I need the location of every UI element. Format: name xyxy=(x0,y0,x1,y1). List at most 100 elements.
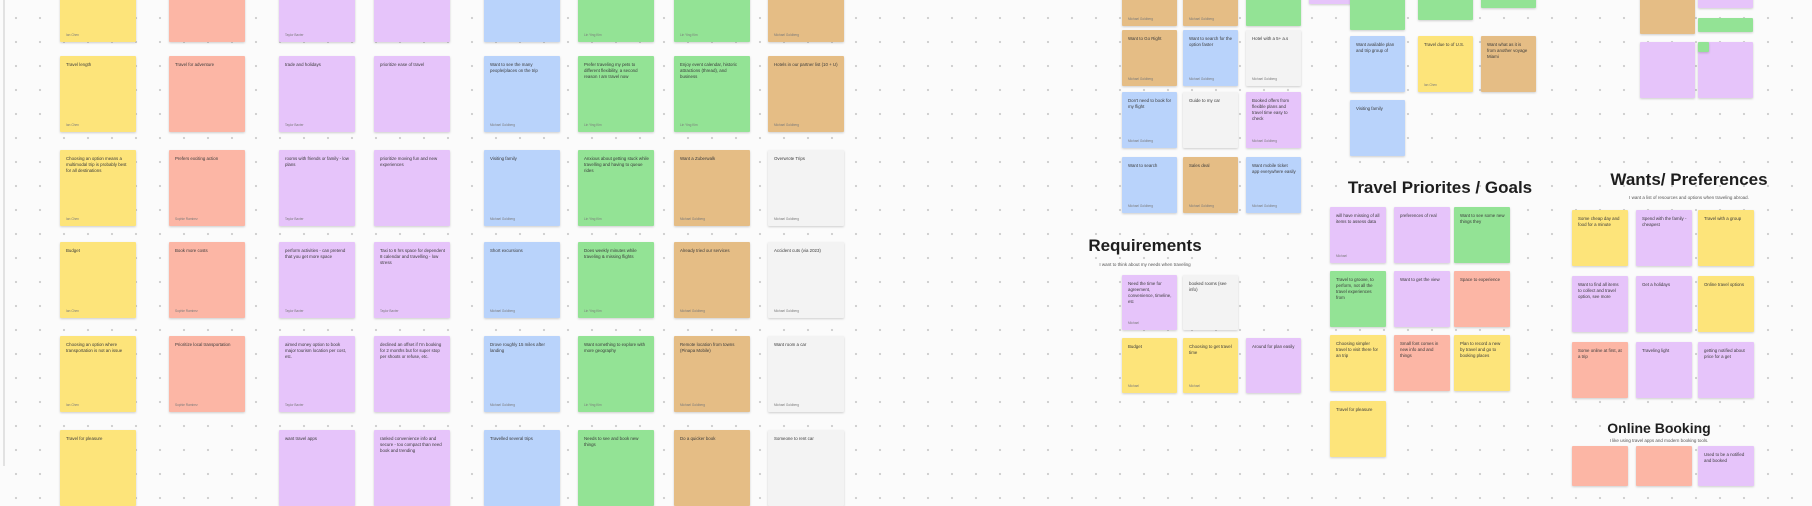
sticky-note[interactable]: want travel apps xyxy=(279,430,355,506)
sticky-note[interactable]: Does weekly minutes while traveling & mi… xyxy=(578,242,654,318)
sticky-note[interactable]: Prefer traveling my pets to different fl… xyxy=(578,56,654,132)
sticky-note[interactable]: Traveling light xyxy=(1636,342,1692,398)
section-title-online-booking[interactable]: Online Booking xyxy=(1607,420,1711,436)
section-title-wants-preferences[interactable]: Wants/ Preferences xyxy=(1610,170,1768,189)
sticky-note[interactable]: Small font comes in new info and and thi… xyxy=(1394,335,1450,391)
sticky-note[interactable]: Do a quicker book xyxy=(674,430,750,506)
sticky-note[interactable]: Booked offers from flexible plans and tr… xyxy=(1246,92,1301,148)
sticky-note[interactable]: Travel for pleasure xyxy=(60,430,136,506)
sticky-note[interactable]: ranked convenience info and secure - too… xyxy=(374,430,450,506)
sticky-note[interactable]: Hotels in our partner list (10 + U)Micha… xyxy=(768,56,844,132)
sticky-note[interactable]: Want something to explore with more geog… xyxy=(578,336,654,412)
sticky-note[interactable]: Visiting family xyxy=(1350,100,1405,156)
sticky-note[interactable]: Want to see some new things they xyxy=(1454,207,1510,263)
sticky-note[interactable]: Spend with the family - cheapest xyxy=(1636,210,1692,266)
sticky-note[interactable]: Around for plan easily xyxy=(1246,338,1301,393)
sticky-note[interactable]: Michael Goldberg xyxy=(1183,0,1238,26)
sticky-note[interactable]: will have missing of all items to assess… xyxy=(1330,207,1386,263)
sticky-note[interactable]: Want to get the view xyxy=(1394,271,1450,327)
sticky-note[interactable]: Travel with a group xyxy=(1698,210,1754,266)
sticky-note[interactable]: Choosing simpler travel to visit there f… xyxy=(1330,335,1386,391)
sticky-note[interactable]: Travel for pleasure xyxy=(1330,401,1386,457)
sticky-note[interactable]: Used to be a notified and booked xyxy=(1698,446,1754,486)
sticky-note[interactable]: Taylor Baxter xyxy=(279,0,355,42)
sticky-note[interactable]: Lin Ying Kim xyxy=(674,0,750,42)
sticky-note[interactable]: Online travel options xyxy=(1698,276,1754,332)
sticky-note[interactable]: Ian Chen xyxy=(60,0,136,42)
sticky-note[interactable]: Want to find all items to collect and tr… xyxy=(1572,276,1628,332)
sticky-note[interactable] xyxy=(169,0,245,42)
sticky-note[interactable]: Want available plan and trip group of xyxy=(1350,36,1405,92)
sticky-note[interactable]: rooms with friends or family - low plans… xyxy=(279,150,355,226)
sticky-note[interactable] xyxy=(1698,42,1709,52)
sticky-note[interactable]: aimed money option to book major tourism… xyxy=(279,336,355,412)
sticky-note[interactable]: Accident cuts (via 2023)Michael Goldberg xyxy=(768,242,844,318)
sticky-note[interactable] xyxy=(484,0,560,42)
sticky-note[interactable] xyxy=(374,0,450,42)
sticky-note[interactable]: preferences of real xyxy=(1394,207,1450,263)
sticky-note[interactable]: Anxious about getting stuck while travel… xyxy=(578,150,654,226)
sticky-note[interactable] xyxy=(1418,0,1473,20)
sticky-note[interactable]: Travelled several trips xyxy=(484,430,560,506)
sticky-note[interactable]: Want what as it is from another voyage M… xyxy=(1481,36,1536,92)
sticky-note[interactable]: Someone to rent car xyxy=(768,430,844,506)
sticky-note[interactable]: prioritize moving fun and new experience… xyxy=(374,150,450,226)
sticky-note[interactable] xyxy=(1636,446,1692,486)
sticky-note[interactable] xyxy=(1246,0,1301,26)
sticky-note[interactable] xyxy=(1309,0,1364,4)
sticky-note[interactable] xyxy=(1481,0,1536,8)
sticky-note[interactable]: Michael Goldberg xyxy=(768,0,844,42)
sticky-note[interactable] xyxy=(1698,0,1753,8)
sticky-note[interactable]: Want to see the many people/places on th… xyxy=(484,56,560,132)
sticky-note[interactable]: Some online at first, at a trip xyxy=(1572,342,1628,398)
sticky-note[interactable]: Plan to record a new by travel and go to… xyxy=(1454,335,1510,391)
section-title-requirements[interactable]: Requirements xyxy=(1088,236,1202,255)
sticky-note[interactable]: Want mobile ticket app everywhere easily… xyxy=(1246,157,1301,213)
sticky-note[interactable]: Michael Goldberg xyxy=(1122,0,1177,26)
sticky-note[interactable]: Choosing an option means a multimodal tr… xyxy=(60,150,136,226)
sticky-note[interactable] xyxy=(1640,0,1695,34)
sticky-note[interactable]: prioritize ease of travel xyxy=(374,56,450,132)
sticky-note[interactable] xyxy=(1698,18,1753,32)
sticky-note[interactable]: perform activities - can pretend that yo… xyxy=(279,242,355,318)
sticky-note[interactable]: Lin Ying Kim xyxy=(578,0,654,42)
sticky-note[interactable]: Some cheap day and food for a minute xyxy=(1572,210,1628,266)
sticky-note[interactable]: Travel to groove, to perform, not all th… xyxy=(1330,271,1386,327)
sticky-note[interactable]: Get a holidays xyxy=(1636,276,1692,332)
sticky-note[interactable]: Guide to my car xyxy=(1183,92,1238,148)
sticky-note[interactable]: declined an offset if I'm booking for 2 … xyxy=(374,336,450,412)
sticky-note[interactable]: Choosing an option where transportation … xyxy=(60,336,136,412)
sticky-note[interactable] xyxy=(1350,0,1405,30)
sticky-note[interactable]: Space to experience xyxy=(1454,271,1510,327)
sticky-note[interactable]: Need the time for agreement, convenience… xyxy=(1122,275,1177,330)
section-title-travel-priorities[interactable]: Travel Priorites / Goals xyxy=(1347,178,1533,197)
sticky-note[interactable]: Remote location from towns (Pinapa Mobil… xyxy=(674,336,750,412)
sticky-note[interactable]: Enjoy event calendar, historic attractio… xyxy=(674,56,750,132)
sticky-note[interactable] xyxy=(1640,42,1695,98)
sticky-note[interactable]: Needs to see and book new things xyxy=(578,430,654,506)
sticky-note[interactable] xyxy=(1572,446,1628,486)
sticky-note[interactable]: booked rooms (see info) xyxy=(1183,275,1238,330)
sticky-note[interactable]: getting notified about price for a get xyxy=(1698,342,1754,398)
